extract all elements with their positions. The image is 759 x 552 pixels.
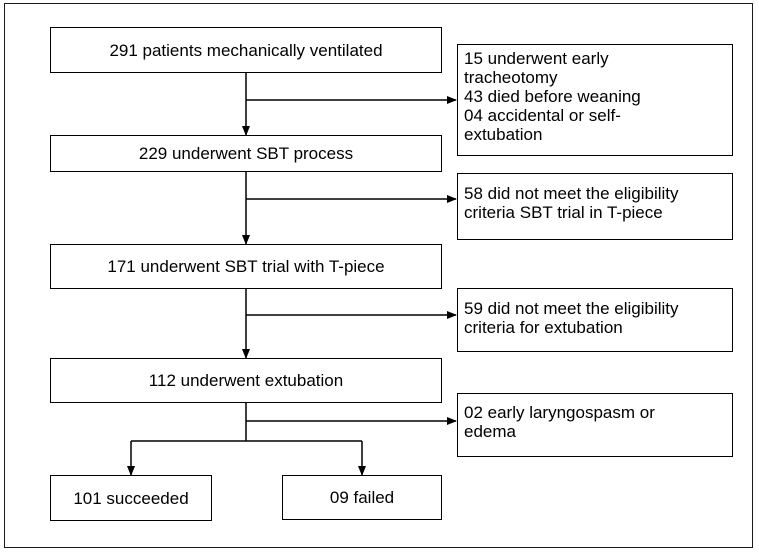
box-sbt-tpiece: 171 underwent SBT trial with T-piece <box>50 244 442 289</box>
box-succeeded-label: 101 succeeded <box>73 488 189 508</box>
box-ventilated: 291 patients mechanically ventilated <box>50 27 442 73</box>
box-exclusion-2: 58 did not meet the eligibility criteria… <box>457 173 733 240</box>
box-exclusion-4-text: 02 early laryngospasm or edema <box>464 403 655 441</box>
box-exclusion-1-text: 15 underwent early tracheotomy 43 died b… <box>464 49 641 144</box>
box-exclusion-3-text: 59 did not meet the eligibility criteria… <box>464 299 679 337</box>
box-exclusion-3: 59 did not meet the eligibility criteria… <box>457 288 733 352</box>
diagram-frame <box>4 3 753 548</box>
box-failed: 09 failed <box>282 475 442 520</box>
box-failed-label: 09 failed <box>329 488 395 507</box>
box-sbt-tpiece-label: 171 underwent SBT trial with T-piece <box>107 257 385 276</box>
box-sbt-process: 229 underwent SBT process <box>50 135 442 172</box>
box-extubation-label: 112 underwent extubation <box>148 371 344 390</box>
box-succeeded: 101 succeeded <box>50 475 212 521</box>
box-sbt-process-label: 229 underwent SBT process <box>138 144 354 163</box>
box-extubation: 112 underwent extubation <box>50 358 442 403</box>
box-exclusion-4: 02 early laryngospasm or edema <box>457 393 733 457</box>
box-ventilated-label: 291 patients mechanically ventilated <box>109 40 383 60</box>
box-exclusion-1: 15 underwent early tracheotomy 43 died b… <box>457 44 733 156</box>
box-exclusion-2-text: 58 did not meet the eligibility criteria… <box>464 184 679 222</box>
